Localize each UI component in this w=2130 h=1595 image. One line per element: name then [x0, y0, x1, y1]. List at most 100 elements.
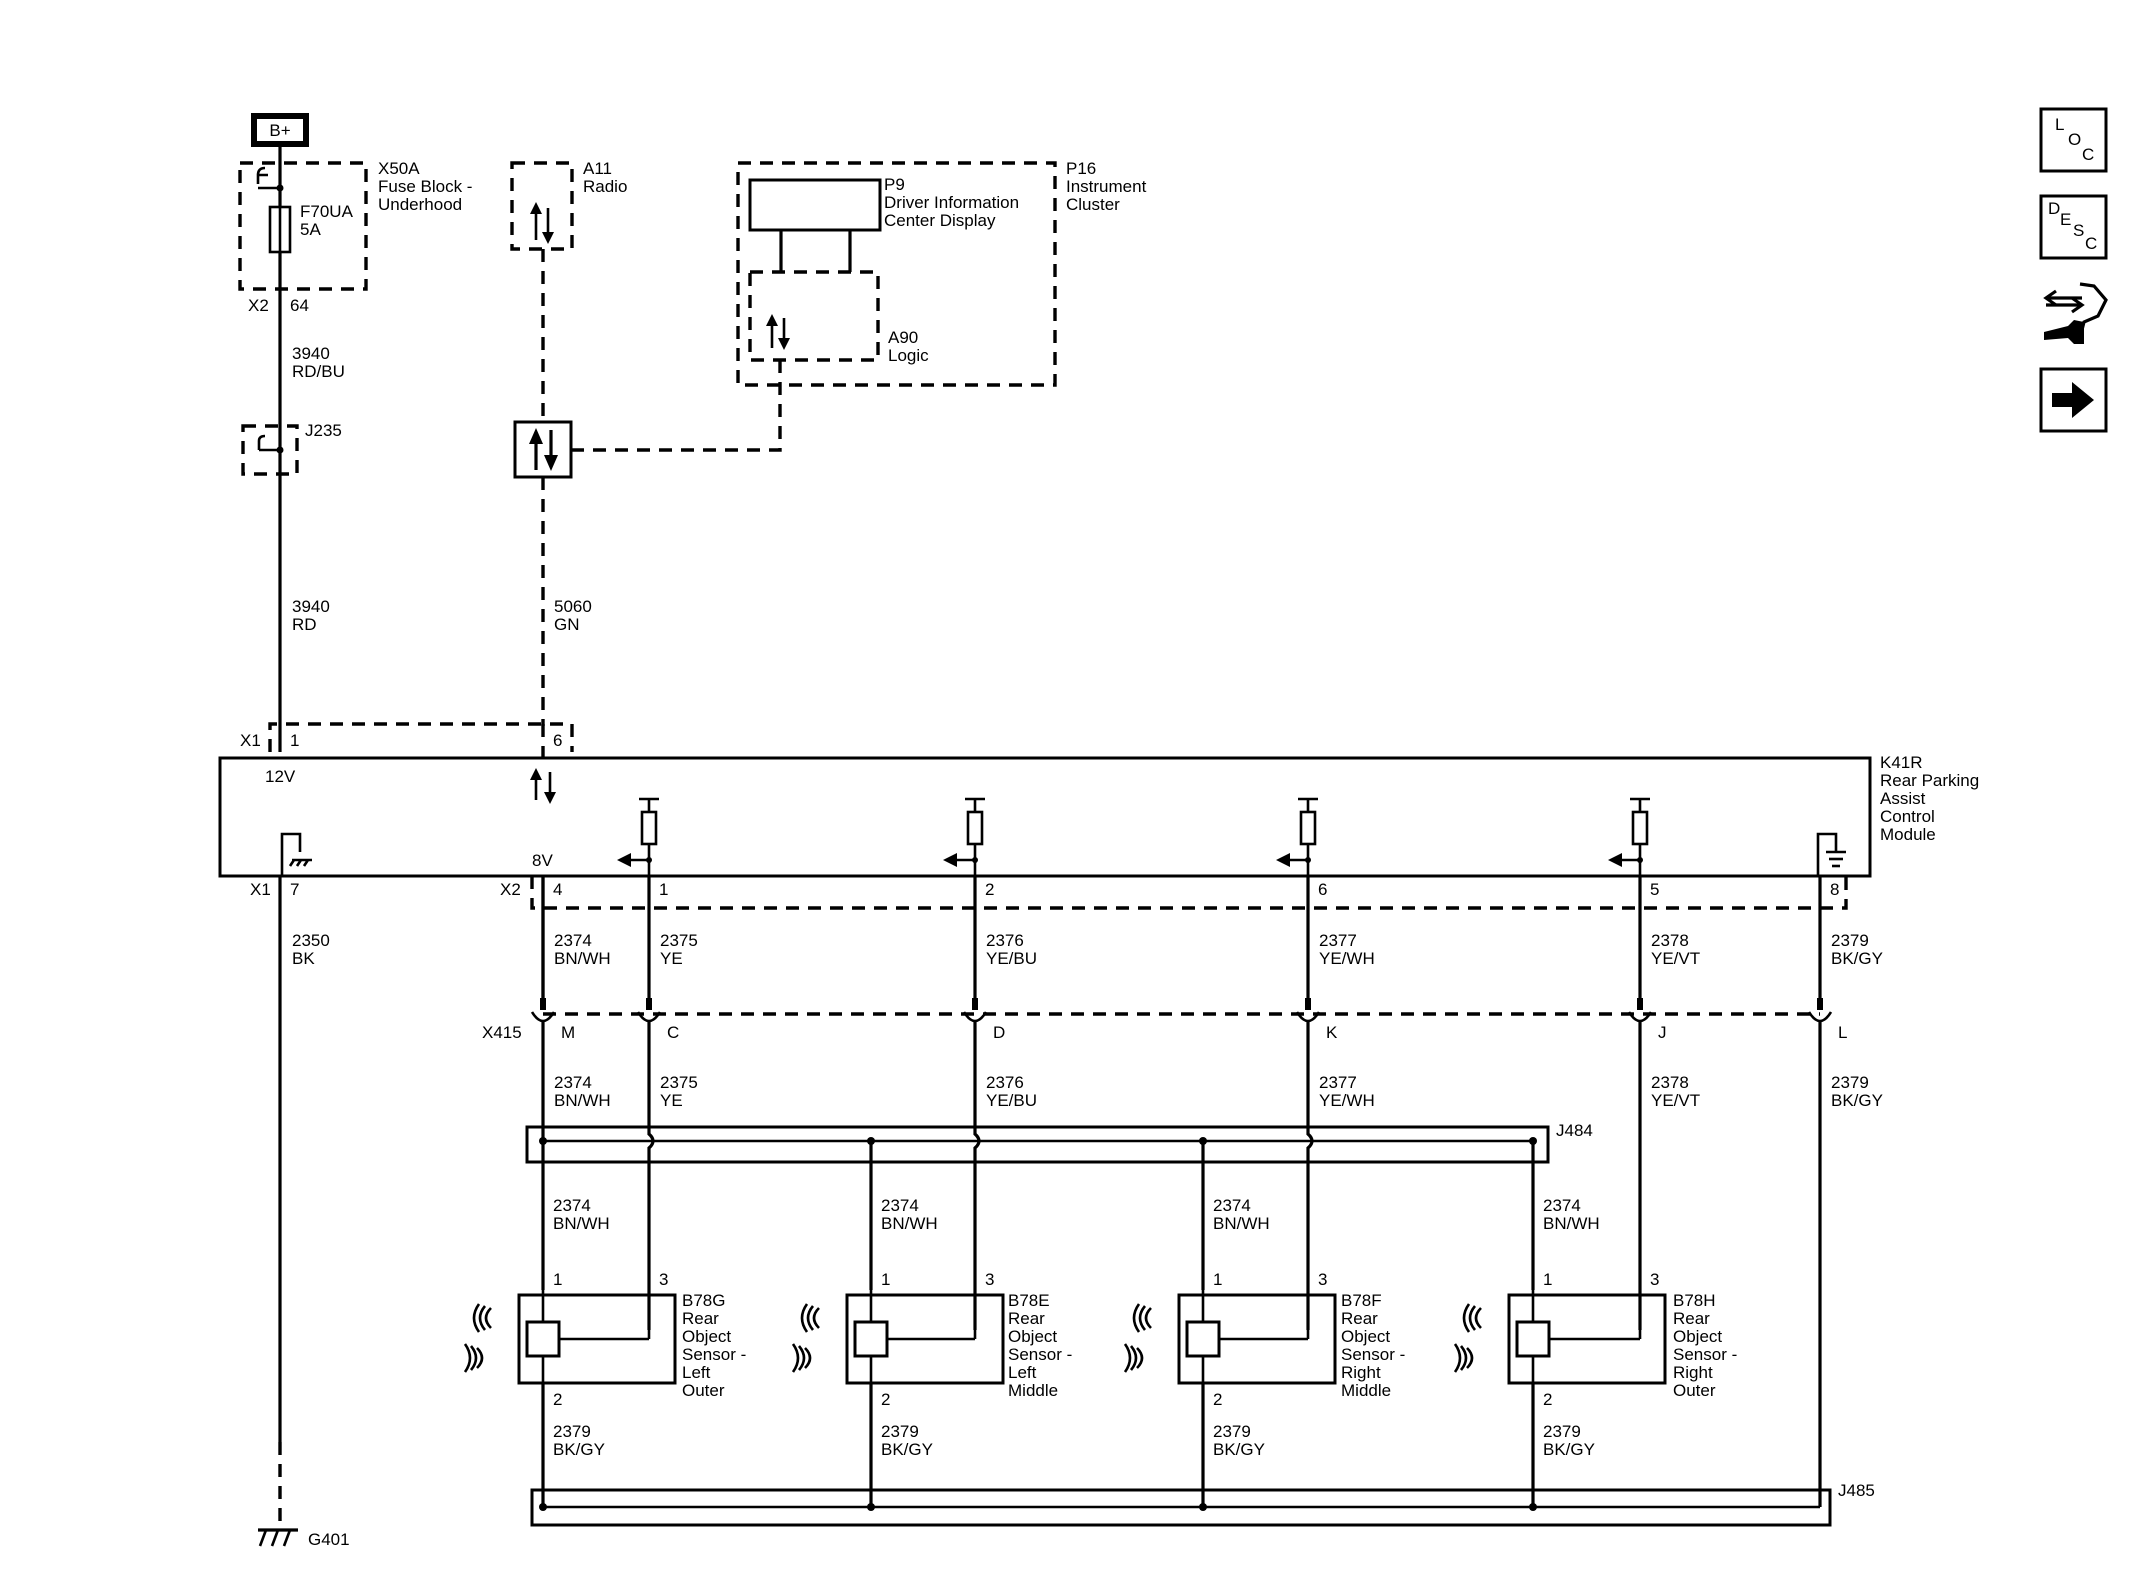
sensor-ground-color: BK/GY	[1543, 1440, 1595, 1459]
sensor-line3: Sensor -	[1673, 1345, 1737, 1364]
cluster-line2: Cluster	[1066, 195, 1120, 214]
sensor-ground-color: BK/GY	[553, 1440, 605, 1459]
module-line4: Module	[1880, 825, 1936, 844]
ultrasonic-wave-icon	[791, 1303, 820, 1373]
sensor-line5: Outer	[682, 1381, 725, 1400]
x2-pin-number: 6	[1318, 880, 1327, 899]
splice-j484-label: J484	[1556, 1121, 1593, 1140]
sensor-pin-2: 2	[1543, 1390, 1552, 1409]
x415-terminal	[1295, 876, 1321, 1040]
x415-pin: C	[667, 1023, 679, 1042]
wire-color: BN/WH	[554, 949, 611, 968]
sensor-input-circuit	[617, 797, 659, 876]
sensor-ground-circuit: 2379	[553, 1422, 591, 1441]
logic-serial-data-icon	[766, 314, 790, 350]
wire-color: YE/WH	[1319, 949, 1375, 968]
loc-letter-o: O	[2068, 130, 2081, 149]
loc-letter-l: L	[2055, 115, 2064, 134]
sensor-input-circuit	[1276, 797, 1318, 876]
sensor-feed-circuit: 2374	[1213, 1196, 1251, 1215]
module-line1: Rear Parking	[1880, 771, 1979, 790]
sensor-pin-3: 3	[1650, 1270, 1659, 1289]
wire-circuit: 2374	[554, 931, 592, 950]
location-button[interactable]: L O C	[2039, 107, 2108, 173]
wire-color: YE/BU	[986, 949, 1037, 968]
instrument-cluster-p16	[736, 161, 1057, 387]
radio-name: Radio	[583, 177, 627, 196]
sensor-ground-circuit: 2379	[881, 1422, 919, 1441]
x1-top-label: X1	[240, 731, 261, 750]
wire-circuit: 2376	[986, 1073, 1024, 1092]
sensor-pin-3: 3	[659, 1270, 668, 1289]
signal-ground-icon	[1816, 832, 1846, 876]
wire-circuit: 2379	[1831, 931, 1869, 950]
sensor-line3: Sensor -	[1341, 1345, 1405, 1364]
next-page-button[interactable]	[2039, 367, 2108, 433]
description-button[interactable]: D E S C	[2039, 194, 2108, 260]
sensor-ref: B78G	[682, 1291, 725, 1310]
dic-ref: P9	[884, 175, 905, 194]
sensor-pin-1: 1	[881, 1270, 890, 1289]
x415-terminal	[530, 876, 556, 1040]
sensor-line1: Rear	[682, 1309, 719, 1328]
wire-circuit: 2375	[660, 931, 698, 950]
x1-pin6: 6	[553, 731, 562, 750]
battery-label: B+	[269, 121, 290, 140]
fuse-block-line2: Underhood	[378, 195, 462, 214]
sensor-pin-2: 2	[1213, 1390, 1222, 1409]
sensor-line4: Right	[1341, 1363, 1381, 1382]
splice-j235-label: J235	[305, 421, 342, 440]
sensor-ref: B78E	[1008, 1291, 1050, 1310]
module-8v: 8V	[532, 851, 553, 870]
arrow-right-icon	[2052, 382, 2094, 418]
wire-2350-circuit: 2350	[292, 931, 330, 950]
sensor-ref: B78H	[1673, 1291, 1716, 1310]
desc-letter-s: S	[2073, 221, 2084, 240]
cluster-ref: P16	[1066, 159, 1096, 178]
sensor-line5: Outer	[1673, 1381, 1716, 1400]
wire-circuit: 2378	[1651, 1073, 1689, 1092]
wire-3940-rd-color: RD	[292, 615, 317, 634]
sensor-line4: Left	[682, 1363, 711, 1382]
module-k41r	[218, 756, 1872, 878]
battery-symbol: B+	[251, 113, 309, 147]
sensor-line1: Rear	[1008, 1309, 1045, 1328]
x415-pin: K	[1326, 1023, 1338, 1042]
x1-pin1: 1	[290, 731, 299, 750]
x415-terminal	[1807, 876, 1833, 1040]
x415-pin: M	[561, 1023, 575, 1042]
module-line2: Assist	[1880, 789, 1926, 808]
sensor-line4: Left	[1008, 1363, 1037, 1382]
sensor-line4: Right	[1673, 1363, 1713, 1382]
radio-serial-data-icon	[530, 202, 554, 244]
dic-line1: Driver Information	[884, 193, 1019, 212]
fuse-block-line1: Fuse Block -	[378, 177, 472, 196]
diagnostic-tool-icon[interactable]	[2043, 282, 2108, 344]
sensor-feed-circuit: 2374	[553, 1196, 591, 1215]
x2-pin-number: 8	[1830, 880, 1839, 899]
splice-pack-j484	[525, 1125, 1550, 1164]
dic-line2: Center Display	[884, 211, 996, 230]
serial-data-junction	[513, 420, 573, 479]
wire-circuit: 2375	[660, 1073, 698, 1092]
module-12v: 12V	[265, 767, 296, 786]
radio-a11	[510, 161, 574, 251]
ground-g401-icon	[258, 1528, 298, 1547]
sensor-line3: Sensor -	[682, 1345, 746, 1364]
sensor-ground-circuit: 2379	[1213, 1422, 1251, 1441]
wire-circuit: 2374	[554, 1073, 592, 1092]
fuse-block-pin: 64	[290, 296, 309, 315]
sensor-pin-2: 2	[881, 1390, 890, 1409]
sensor-line2: Object	[1673, 1327, 1722, 1346]
sensor-line5: Middle	[1008, 1381, 1058, 1400]
sensor-ground-color: BK/GY	[881, 1440, 933, 1459]
x415-terminal	[636, 876, 662, 1040]
sensor-line3: Sensor -	[1008, 1345, 1072, 1364]
wire-circuit: 2377	[1319, 1073, 1357, 1092]
sensor-feed-color: BN/WH	[1213, 1214, 1270, 1233]
loc-letter-c: C	[2082, 145, 2094, 164]
sensor-line1: Rear	[1341, 1309, 1378, 1328]
x2-label: X2	[500, 880, 521, 899]
